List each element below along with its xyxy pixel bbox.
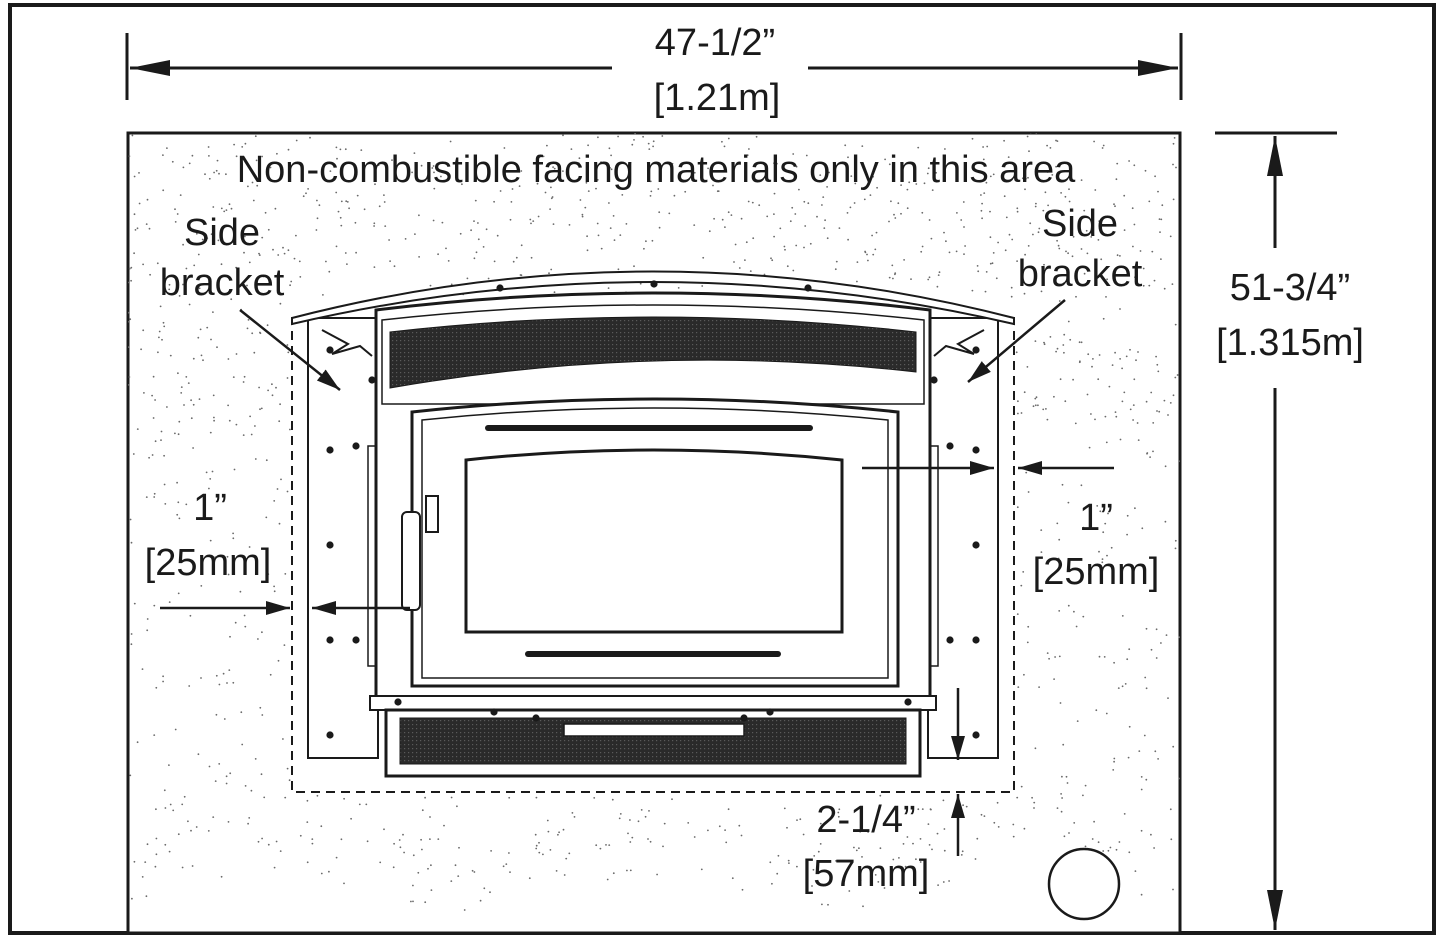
screw-dot xyxy=(650,280,658,288)
height-imperial-label: 51-3/4” xyxy=(1230,267,1350,309)
screw-dot xyxy=(740,714,748,722)
width-dimension: 47-1/2” [1.21m] xyxy=(125,22,1183,119)
upper-panel xyxy=(381,304,925,405)
left-bracket-hook xyxy=(321,329,373,357)
screw-dot xyxy=(972,446,980,454)
right-bracket-label-2: bracket xyxy=(1018,253,1143,295)
height-metric-label: [1.315m] xyxy=(1216,322,1364,364)
screw-dot xyxy=(496,284,504,292)
screw-dot xyxy=(326,346,334,354)
screw-dot xyxy=(904,698,912,706)
bottom-gap-metric-label: [57mm] xyxy=(803,853,930,895)
fireplace-insert xyxy=(291,270,1015,793)
base-plate xyxy=(369,695,937,711)
right-gap-metric-label: [25mm] xyxy=(1033,551,1160,593)
top-trim xyxy=(291,270,1015,326)
screw-dot xyxy=(352,636,360,644)
screw-dot xyxy=(946,442,954,450)
stipple-texture xyxy=(128,133,1180,911)
screw-dot xyxy=(972,731,980,739)
screw-dot xyxy=(804,284,812,292)
screw-dot xyxy=(326,731,334,739)
screw-dot xyxy=(490,708,498,716)
left-gap-metric-label: [25mm] xyxy=(145,542,272,584)
screw-dot xyxy=(352,442,360,450)
right-bracket-label-1: Side xyxy=(1042,203,1118,245)
screw-dot xyxy=(972,346,980,354)
screw-dot xyxy=(946,636,954,644)
bottom-grille-center xyxy=(563,723,745,737)
glass-window xyxy=(464,448,844,634)
screw-dot xyxy=(532,714,540,722)
bottom-gap-imperial-label: 2-1/4” xyxy=(816,799,915,841)
screw-dot xyxy=(930,376,938,384)
screw-dot xyxy=(326,636,334,644)
bottom-grille xyxy=(399,717,907,765)
width-imperial-label: 47-1/2” xyxy=(655,22,775,64)
left-bracket-label-2: bracket xyxy=(160,262,285,304)
screw-dot xyxy=(766,708,774,716)
screw-dot xyxy=(972,541,980,549)
door-handle-icon xyxy=(401,495,439,611)
right-bracket-hook xyxy=(933,329,985,357)
area-note: Non-combustible facing materials only in… xyxy=(237,149,1076,191)
screw-dot xyxy=(972,636,980,644)
circle-icon xyxy=(1047,847,1121,921)
screw-dot xyxy=(326,446,334,454)
right-gap-imperial-label: 1” xyxy=(1079,497,1113,539)
height-dimension: 51-3/4” [1.315m] xyxy=(1215,131,1364,930)
right-bracket-leader xyxy=(967,299,1066,383)
left-gap-imperial-label: 1” xyxy=(193,487,227,529)
door-inner-frame xyxy=(421,407,889,679)
top-grille xyxy=(389,316,917,389)
width-metric-label: [1.21m] xyxy=(654,77,781,119)
screws xyxy=(326,280,980,739)
left-bracket-label-1: Side xyxy=(184,212,260,254)
left-side-bracket xyxy=(307,317,379,759)
left-bracket-leader xyxy=(239,309,341,391)
screw-dot xyxy=(394,698,402,706)
screw-dot xyxy=(368,376,376,384)
screw-dot xyxy=(326,541,334,549)
